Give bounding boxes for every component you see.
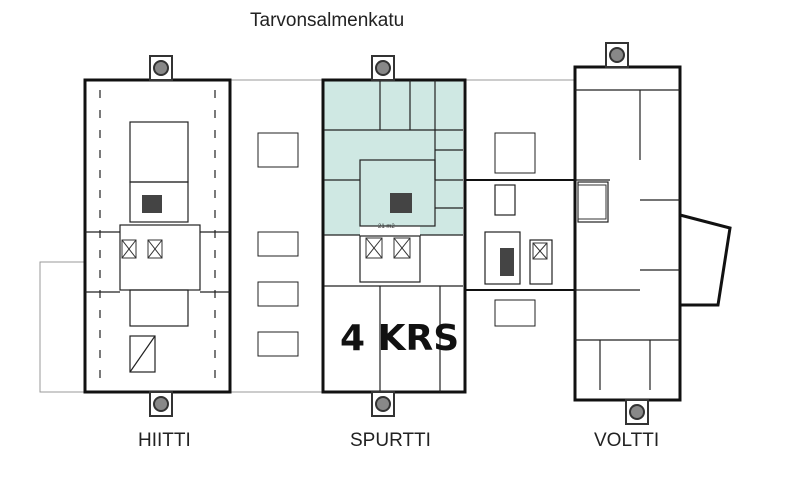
building-label-voltti: VOLTTI [594,430,660,451]
stairwells [149,42,649,425]
elevators [121,237,548,260]
voltti-wing [679,213,732,307]
courtyard-skylights [257,132,536,357]
street-name: Tarvonsalmenkatu [250,10,405,31]
room-area-label: 21 m2 [378,224,395,230]
building-voltti[interactable] [573,65,682,402]
building-label-spurtti: SPURTTI [350,430,431,451]
highlighted-space[interactable] [324,80,463,235]
floor-label: 4 KRS [340,318,460,359]
building-hiitti[interactable] [83,78,232,394]
interior-walls [85,80,680,392]
stair-flights [142,184,607,276]
site-outline [39,79,575,393]
connector [464,179,576,291]
building-label-hiitti: HIITTI [138,430,191,451]
